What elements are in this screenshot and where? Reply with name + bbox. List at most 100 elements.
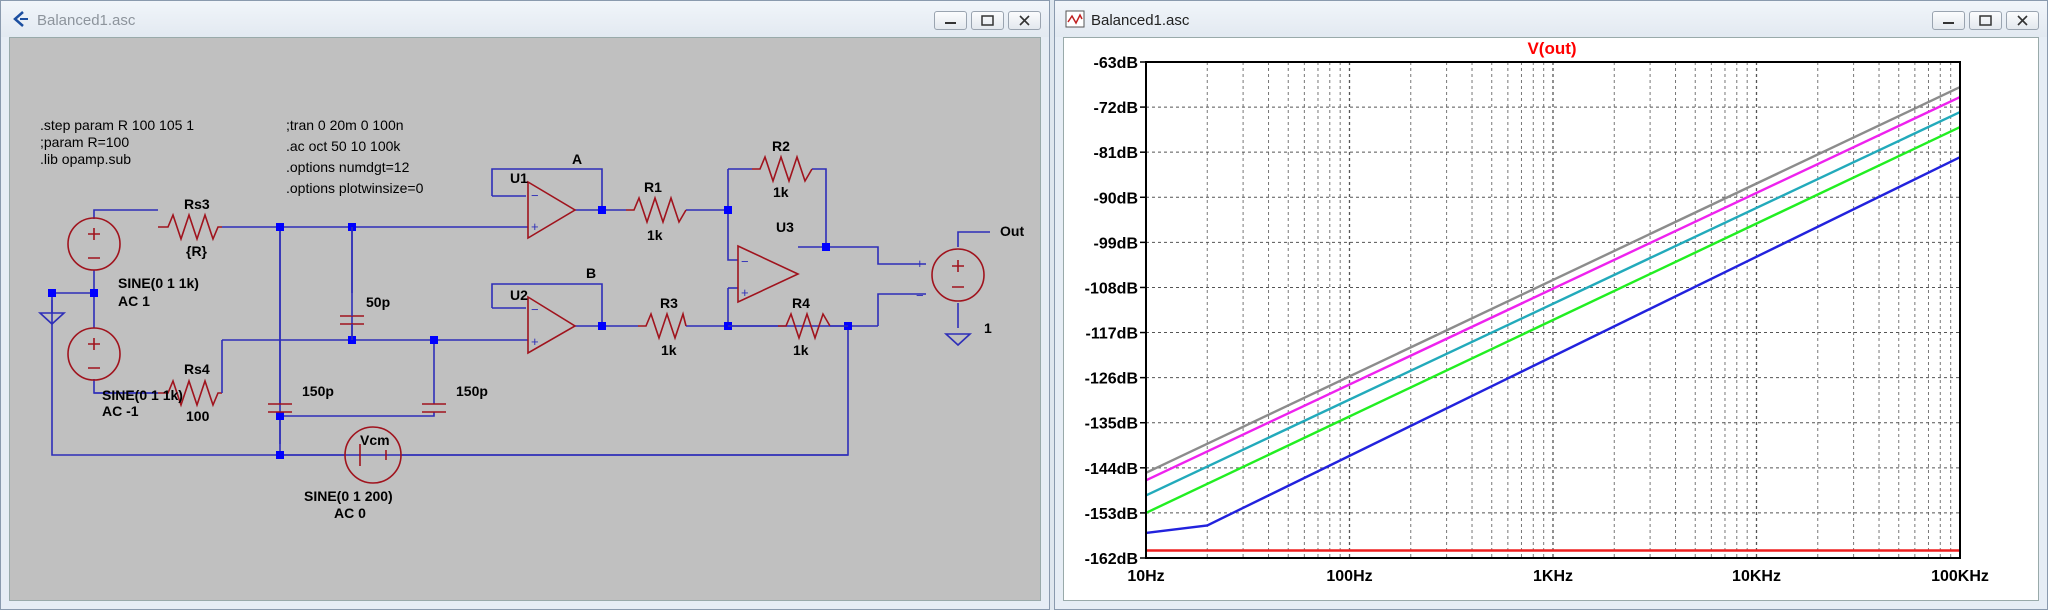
window-title: Balanced1.asc xyxy=(1091,12,1190,29)
y-tick-label: -126dB xyxy=(1085,371,1138,388)
voltage-source-icon xyxy=(931,248,985,302)
label-c3: 150p xyxy=(456,383,488,399)
svg-text:+: + xyxy=(741,285,749,300)
resistor-icon xyxy=(158,378,222,408)
label-src1-b: AC 1 xyxy=(118,293,150,309)
ground-icon xyxy=(943,333,973,347)
label-r4-value: 1k xyxy=(793,342,809,358)
label-out: Out xyxy=(1000,223,1024,239)
svg-text:+: + xyxy=(531,334,539,349)
schematic-window: Balanced1.asc xyxy=(0,0,1050,610)
plot-series xyxy=(1145,86,1961,552)
schematic-canvas[interactable]: − + − + − + + − .step param R 100 105 1 ;par… xyxy=(9,37,1041,601)
plot-canvas[interactable]: V(out) -63dB -72dB -81dB -90dB -99dB -108dB -1… xyxy=(1063,37,2039,601)
capacitor-icon xyxy=(268,403,292,413)
resistor-icon xyxy=(626,195,687,225)
label-r3: R3 xyxy=(660,295,678,311)
label-rs3: Rs3 xyxy=(184,196,210,212)
directive-line: ;param R=100 xyxy=(40,134,129,150)
label-r1-value: 1k xyxy=(647,227,663,243)
plot-grid xyxy=(1145,61,1960,559)
x-tick-label: 1KHz xyxy=(1533,568,1573,585)
x-tick-label: 10Hz xyxy=(1127,568,1164,585)
x-axis: 10Hz 100Hz 1KHz 10KHz 100KHz xyxy=(1127,568,1989,585)
series-line-1 xyxy=(1145,86,1961,474)
series-line-3 xyxy=(1145,111,1961,497)
label-rs3-value: {R} xyxy=(186,243,208,259)
minimize-button[interactable] xyxy=(934,11,967,30)
voltage-source-icon xyxy=(344,426,402,484)
opamp-icon xyxy=(737,244,800,304)
directive-line: .step param R 100 105 1 xyxy=(40,117,194,133)
label-u1: U1 xyxy=(510,170,528,186)
opamp-icon xyxy=(527,180,577,240)
label-u2: U2 xyxy=(510,287,528,303)
label-vcm: Vcm xyxy=(360,432,390,448)
label-src2-b: AC -1 xyxy=(102,403,139,419)
maximize-button[interactable] xyxy=(971,11,1004,30)
directive-line: ;tran 0 20m 0 100n xyxy=(286,117,404,133)
svg-text:+: + xyxy=(531,219,539,234)
svg-text:+: + xyxy=(916,256,924,271)
directive-line: .lib opamp.sub xyxy=(40,151,131,167)
y-tick-label: -144dB xyxy=(1085,461,1138,478)
label-r3-value: 1k xyxy=(661,342,677,358)
y-tick-label: -81dB xyxy=(1094,145,1138,162)
label-c1: 50p xyxy=(366,294,390,310)
x-tick-label: 10KHz xyxy=(1732,568,1781,585)
y-tick-label: -162dB xyxy=(1085,551,1138,568)
label-r2: R2 xyxy=(772,138,790,154)
window-title: Balanced1.asc xyxy=(37,12,136,29)
directive-line: .options numdgt=12 xyxy=(286,159,410,175)
series-line-2 xyxy=(1145,96,1961,482)
y-tick-label: -153dB xyxy=(1085,506,1138,523)
schematic-titlebar[interactable]: Balanced1.asc xyxy=(1,1,1049,37)
resistor-icon xyxy=(778,311,831,341)
x-tick-label: 100KHz xyxy=(1931,568,1989,585)
y-tick-label: -135dB xyxy=(1085,416,1138,433)
ltspice-icon xyxy=(13,11,28,27)
waveform-icon xyxy=(1065,10,1085,28)
resistor-icon xyxy=(638,311,687,341)
label-src1-a: SINE(0 1 1k) xyxy=(118,275,199,291)
trace-title[interactable]: V(out) xyxy=(1527,39,1576,58)
plot-frame xyxy=(1145,61,1961,559)
svg-text:−: − xyxy=(916,288,924,303)
label-e1-value: 1 xyxy=(984,320,992,336)
label-src2-a: SINE(0 1 1k) xyxy=(102,387,183,403)
label-rs4: Rs4 xyxy=(184,361,210,377)
label-r4: R4 xyxy=(792,295,810,311)
maximize-button[interactable] xyxy=(1969,11,2002,30)
resistor-icon xyxy=(158,212,222,242)
directive-line: .options plotwinsize=0 xyxy=(286,180,424,196)
svg-text:−: − xyxy=(531,188,539,203)
series-line-4 xyxy=(1145,126,1961,514)
svg-text:−: − xyxy=(531,302,539,317)
close-button[interactable] xyxy=(2006,11,2039,30)
y-tick-label: -63dB xyxy=(1094,55,1138,72)
svg-text:−: − xyxy=(741,254,749,269)
close-button[interactable] xyxy=(1008,11,1041,30)
y-axis: -63dB -72dB -81dB -90dB -99dB -108dB -117dB -12… xyxy=(1085,55,1146,568)
series-line-5 xyxy=(1145,156,1961,535)
y-tick-label: -99dB xyxy=(1094,235,1138,252)
label-c2: 150p xyxy=(302,383,334,399)
y-tick-label: -108dB xyxy=(1085,280,1138,297)
plot-window: Balanced1.asc V(out) -63dB -72dB -81dB -90d… xyxy=(1054,0,2048,610)
directive-line: .ac oct 50 10 100k xyxy=(286,138,401,154)
y-tick-label: -90dB xyxy=(1094,190,1138,207)
label-u3: U3 xyxy=(776,219,794,235)
label-net-a: A xyxy=(572,151,582,167)
plot-titlebar[interactable]: Balanced1.asc xyxy=(1055,1,2047,37)
label-r2-value: 1k xyxy=(773,184,789,200)
capacitor-icon xyxy=(422,403,446,413)
minimize-button[interactable] xyxy=(1932,11,1965,30)
y-tick-label: -117dB xyxy=(1086,326,1138,343)
label-rs4-value: 100 xyxy=(186,408,210,424)
label-vcm-a: SINE(0 1 200) xyxy=(304,488,393,504)
y-tick-label: -72dB xyxy=(1094,100,1138,117)
junction-dots xyxy=(48,206,852,459)
label-net-b: B xyxy=(586,265,596,281)
x-tick-label: 100Hz xyxy=(1326,568,1372,585)
label-r1: R1 xyxy=(644,179,662,195)
